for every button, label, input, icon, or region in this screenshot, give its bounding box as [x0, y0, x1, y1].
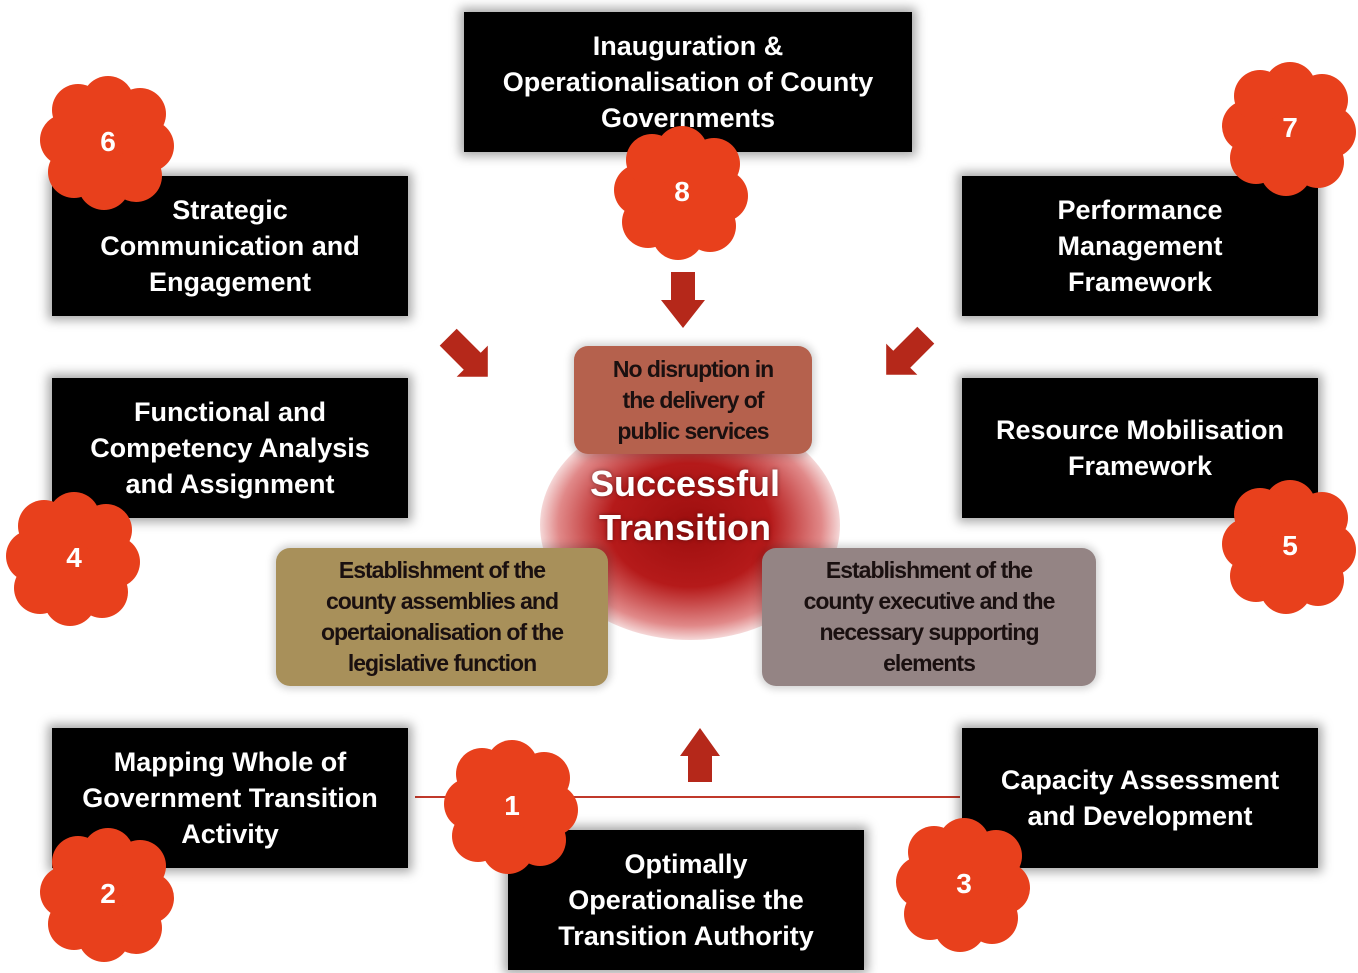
badge-4: 4: [4, 488, 144, 628]
center-title: Successful Transition: [589, 463, 781, 548]
badge-2-number: 2: [100, 878, 116, 909]
county-executive-box: Establishment of the county executive an…: [762, 548, 1096, 686]
county-assemblies-label: Establishment of the county assemblies a…: [320, 557, 564, 676]
box-strategic-communication-label: Strategic Communication and Engagement: [100, 195, 360, 297]
county-executive-label: Establishment of the county executive an…: [803, 557, 1056, 676]
badge-7-number: 7: [1282, 112, 1298, 143]
cloud-badge-icon: [1222, 62, 1356, 196]
badge-4-number: 4: [66, 542, 82, 573]
badge-6: 6: [38, 72, 178, 212]
no-disruption-box: No disruption in the delivery of public …: [574, 346, 812, 454]
box-capacity-assessment: Capacity Assessment and Development: [962, 728, 1318, 868]
badge-2: 2: [38, 824, 178, 964]
county-assemblies-box: Establishment of the county assemblies a…: [276, 548, 608, 686]
cloud-badge-icon: [444, 740, 578, 874]
box-optimally-operationalise-label: Optimally Operationalise the Transition …: [558, 849, 814, 951]
badge-5-number: 5: [1282, 530, 1298, 561]
box-performance-management-label: Performance Management Framework: [1057, 195, 1223, 297]
box-performance-management: Performance Management Framework: [962, 176, 1318, 316]
no-disruption-label: No disruption in the delivery of public …: [612, 355, 774, 444]
arrow-down-icon: [661, 272, 705, 328]
arrow-diagonal-left-icon: [886, 326, 935, 375]
badge-7: 7: [1220, 58, 1358, 198]
box-functional-competency: Functional and Competency Analysis and A…: [52, 378, 408, 518]
badge-6-number: 6: [100, 126, 116, 157]
arrow-diagonal-right-icon: [439, 328, 488, 377]
badge-8: 8: [612, 122, 752, 262]
cloud-badge-icon: [40, 828, 174, 962]
badge-8-number: 8: [674, 176, 690, 207]
badge-1-number: 1: [504, 790, 520, 821]
cloud-badge-icon: [896, 818, 1030, 952]
cloud-badge-icon: [40, 76, 174, 210]
badge-3: 3: [894, 814, 1034, 954]
box-inauguration: Inauguration & Operationalisation of Cou…: [464, 12, 912, 152]
box-capacity-assessment-label: Capacity Assessment and Development: [1000, 765, 1280, 831]
badge-3-number: 3: [956, 868, 972, 899]
badge-1: 1: [442, 736, 582, 876]
badge-5: 5: [1220, 476, 1358, 616]
box-optimally-operationalise: Optimally Operationalise the Transition …: [508, 830, 864, 970]
box-mapping-transition-label: Mapping Whole of Government Transition A…: [82, 747, 378, 849]
box-inauguration-label: Inauguration & Operationalisation of Cou…: [502, 31, 874, 133]
box-resource-mobilisation-label: Resource Mobilisation Framework: [995, 415, 1285, 481]
arrow-up-icon: [680, 728, 720, 782]
cloud-badge-icon: [614, 126, 748, 260]
cloud-badge-icon: [1222, 480, 1356, 614]
cloud-badge-icon: [6, 492, 140, 626]
box-functional-competency-label: Functional and Competency Analysis and A…: [90, 397, 370, 499]
